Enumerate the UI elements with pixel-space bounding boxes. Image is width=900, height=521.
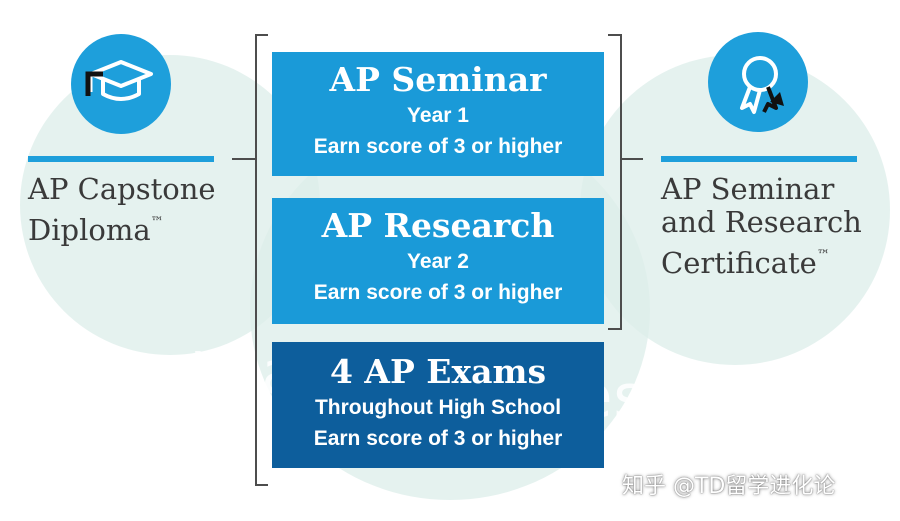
ap-seminar-year: Year 1: [407, 104, 469, 127]
ap-exams-score: Earn score of 3 or higher: [313, 427, 563, 450]
ap-exams-box: 4 AP Exams Throughout High School Earn s…: [272, 342, 604, 468]
ap-seminar-score: Earn score of 3 or higher: [313, 135, 563, 158]
diploma-label: AP Capstone Diploma™: [28, 172, 216, 247]
right-bracket-vertical: [620, 34, 622, 330]
ap-research-score: Earn score of 3 or higher: [313, 281, 563, 304]
left-connector: [232, 158, 255, 160]
left-bracket-vertical: [255, 34, 257, 486]
right-bracket-bottom: [608, 328, 622, 330]
certificate-label: AP Seminar and Research Certificate™: [661, 172, 862, 280]
source-credit: 知乎 @TD留学进化论: [622, 474, 836, 499]
ap-exams-title: 4 AP Exams: [329, 352, 547, 391]
ap-seminar-title: AP Seminar: [329, 60, 547, 99]
right-connector: [620, 158, 643, 160]
ap-research-title: AP Research: [321, 206, 555, 245]
ap-research-year: Year 2: [407, 250, 469, 273]
right-rule: [661, 156, 857, 162]
left-bracket-bottom: [255, 484, 268, 486]
left-bracket-top: [255, 34, 268, 36]
ap-research-box: AP Research Year 2 Earn score of 3 or hi…: [272, 198, 604, 324]
ap-exams-period: Throughout High School: [314, 396, 562, 419]
graduation-cap-icon: [71, 34, 171, 134]
left-rule: [28, 156, 214, 162]
award-ribbon-icon: [708, 32, 808, 132]
right-bracket-top: [608, 34, 622, 36]
ap-seminar-box: AP Seminar Year 1 Earn score of 3 or hig…: [272, 52, 604, 176]
